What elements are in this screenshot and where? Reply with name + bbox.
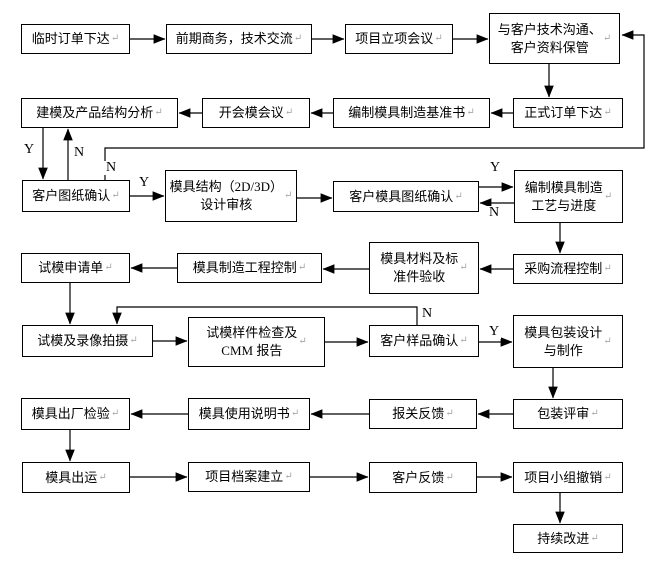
- node-label: 模具包装设计 与制作: [524, 324, 603, 358]
- paragraph-mark-icon: ↵: [445, 471, 454, 483]
- node-project-archive: 项目档案建立↵: [188, 462, 310, 492]
- node-label: 模具使用说明书: [198, 406, 290, 422]
- paragraph-mark-icon: ↵: [434, 33, 443, 45]
- node-label: 试模及录像拍摄: [37, 333, 129, 349]
- paragraph-mark-icon: ↵: [459, 335, 468, 347]
- paragraph-mark-icon: ↵: [290, 408, 300, 420]
- node-sample-inspection: 试模样件检查及 CMM 报告↵: [188, 317, 325, 367]
- node-label: 包装评审: [537, 406, 590, 422]
- node-manufacturing-control: 模具制造工程控制↵: [177, 253, 322, 283]
- node-material-acceptance: 模具材料及标 准件验收↵: [369, 242, 479, 294]
- paragraph-mark-icon: ↵: [104, 262, 113, 274]
- node-label: 试模申请单: [38, 260, 104, 276]
- node-label: 项目立项会议: [355, 31, 434, 47]
- paragraph-mark-icon: ↵: [154, 107, 163, 119]
- node-label: 模具出厂检验: [31, 406, 110, 422]
- node-trial-recording: 试模及录像拍摄↵: [22, 325, 153, 357]
- branch-label-no: N: [420, 306, 434, 321]
- paragraph-mark-icon: ↵: [111, 190, 120, 202]
- node-customer-feedback: 客户反馈↵: [369, 462, 477, 493]
- paragraph-mark-icon: ↵: [284, 190, 293, 202]
- node-label: 持续改进: [537, 530, 590, 546]
- node-formal-order: 正式订单下达↵: [513, 98, 623, 128]
- branch-label-no: N: [72, 145, 86, 160]
- node-label: 采购流程控制: [524, 261, 603, 277]
- branch-label-yes: Y: [488, 160, 502, 175]
- node-customs-feedback: 报关反馈↵: [369, 399, 477, 429]
- paragraph-mark-icon: ↵: [98, 471, 107, 483]
- node-trial-application: 试模申请单↵: [21, 253, 130, 283]
- paragraph-mark-icon: ↵: [129, 335, 138, 347]
- branch-label-yes: Y: [487, 324, 501, 339]
- paragraph-mark-icon: ↵: [603, 263, 612, 275]
- paragraph-mark-icon: ↵: [293, 33, 303, 45]
- node-label: 正式订单下达: [524, 105, 603, 121]
- node-mold-standard-doc: 编制模具制造基准书↵: [333, 98, 490, 128]
- paragraph-mark-icon: ↵: [590, 532, 599, 544]
- node-label: 模具材料及标 准件验收: [380, 251, 459, 284]
- node-mold-shipment: 模具出运↵: [22, 462, 130, 493]
- paragraph-mark-icon: ↵: [602, 32, 612, 44]
- branch-label-yes: Y: [22, 142, 36, 157]
- paragraph-mark-icon: ↵: [603, 335, 612, 347]
- node-label: 模具结构（2D/3D） 设计审核: [169, 179, 283, 212]
- branch-label-no: N: [104, 160, 118, 175]
- node-team-dissolution: 项目小组撤销↵: [513, 462, 623, 493]
- branch-label-yes: Y: [137, 175, 151, 190]
- node-label: 与客户技术沟通、 客户资料保管: [497, 21, 602, 55]
- node-continuous-improvement: 持续改进↵: [513, 524, 623, 553]
- node-pre-business: 前期商务，技术交流↵: [166, 24, 312, 54]
- node-mold-manual: 模具使用说明书↵: [188, 398, 310, 430]
- node-label: 开会模会议: [218, 105, 284, 121]
- node-procurement-control: 采购流程控制↵: [513, 254, 623, 284]
- paragraph-mark-icon: ↵: [110, 33, 120, 45]
- paragraph-mark-icon: ↵: [603, 190, 613, 202]
- node-label: 建模及产品结构分析: [36, 105, 154, 121]
- node-label: 客户反馈: [392, 469, 445, 485]
- node-label: 试模样件检查及 CMM 报告: [206, 325, 298, 358]
- paragraph-mark-icon: ↵: [298, 336, 307, 348]
- paragraph-mark-icon: ↵: [603, 107, 612, 119]
- branch-label-no: N: [487, 205, 501, 220]
- node-packaging-review: 包装评审↵: [513, 399, 623, 429]
- node-mold-meeting: 开会模会议↵: [202, 98, 310, 128]
- node-label: 模具制造工程控制: [192, 260, 297, 276]
- node-label: 编制模具制造 工艺与进度: [524, 179, 603, 213]
- node-project-kickoff: 项目立项会议↵: [345, 24, 453, 54]
- node-label: 模具出运: [45, 469, 98, 485]
- node-customer-comm: 与客户技术沟通、 客户资料保管↵: [489, 13, 620, 64]
- paragraph-mark-icon: ↵: [466, 107, 475, 119]
- node-customer-mold-drawing-confirm: 客户模具图纸确认↵: [333, 181, 479, 212]
- node-temp-order: 临时订单下达↵: [21, 24, 130, 54]
- paragraph-mark-icon: ↵: [284, 471, 293, 483]
- node-label: 客户模具图纸确认: [349, 188, 454, 204]
- node-label: 项目小组撤销: [524, 469, 603, 485]
- paragraph-mark-icon: ↵: [454, 190, 463, 202]
- paragraph-mark-icon: ↵: [603, 471, 612, 483]
- node-label: 客户图纸确认: [32, 188, 111, 204]
- node-packaging-design: 模具包装设计 与制作↵: [513, 315, 623, 368]
- paragraph-mark-icon: ↵: [445, 408, 454, 420]
- node-mold-design-review: 模具结构（2D/3D） 设计审核↵: [165, 170, 297, 222]
- node-customer-sample-confirm: 客户样品确认↵: [369, 325, 479, 357]
- node-label: 临时订单下达: [31, 31, 110, 47]
- paragraph-mark-icon: ↵: [284, 107, 294, 119]
- node-label: 编制模具制造基准书: [348, 105, 466, 121]
- paragraph-mark-icon: ↵: [297, 262, 307, 274]
- node-customer-drawing-confirm: 客户图纸确认↵: [22, 180, 130, 212]
- node-modeling-analysis: 建模及产品结构分析↵: [21, 98, 178, 128]
- node-factory-inspection: 模具出厂检验↵: [21, 398, 130, 430]
- node-label: 前期商务，技术交流: [175, 31, 293, 47]
- paragraph-mark-icon: ↵: [110, 408, 120, 420]
- paragraph-mark-icon: ↵: [590, 408, 599, 420]
- node-process-schedule: 编制模具制造 工艺与进度↵: [514, 170, 623, 223]
- node-label: 报关反馈: [392, 406, 445, 422]
- node-label: 项目档案建立: [205, 469, 284, 485]
- node-label: 客户样品确认: [380, 333, 459, 349]
- paragraph-mark-icon: ↵: [459, 262, 468, 274]
